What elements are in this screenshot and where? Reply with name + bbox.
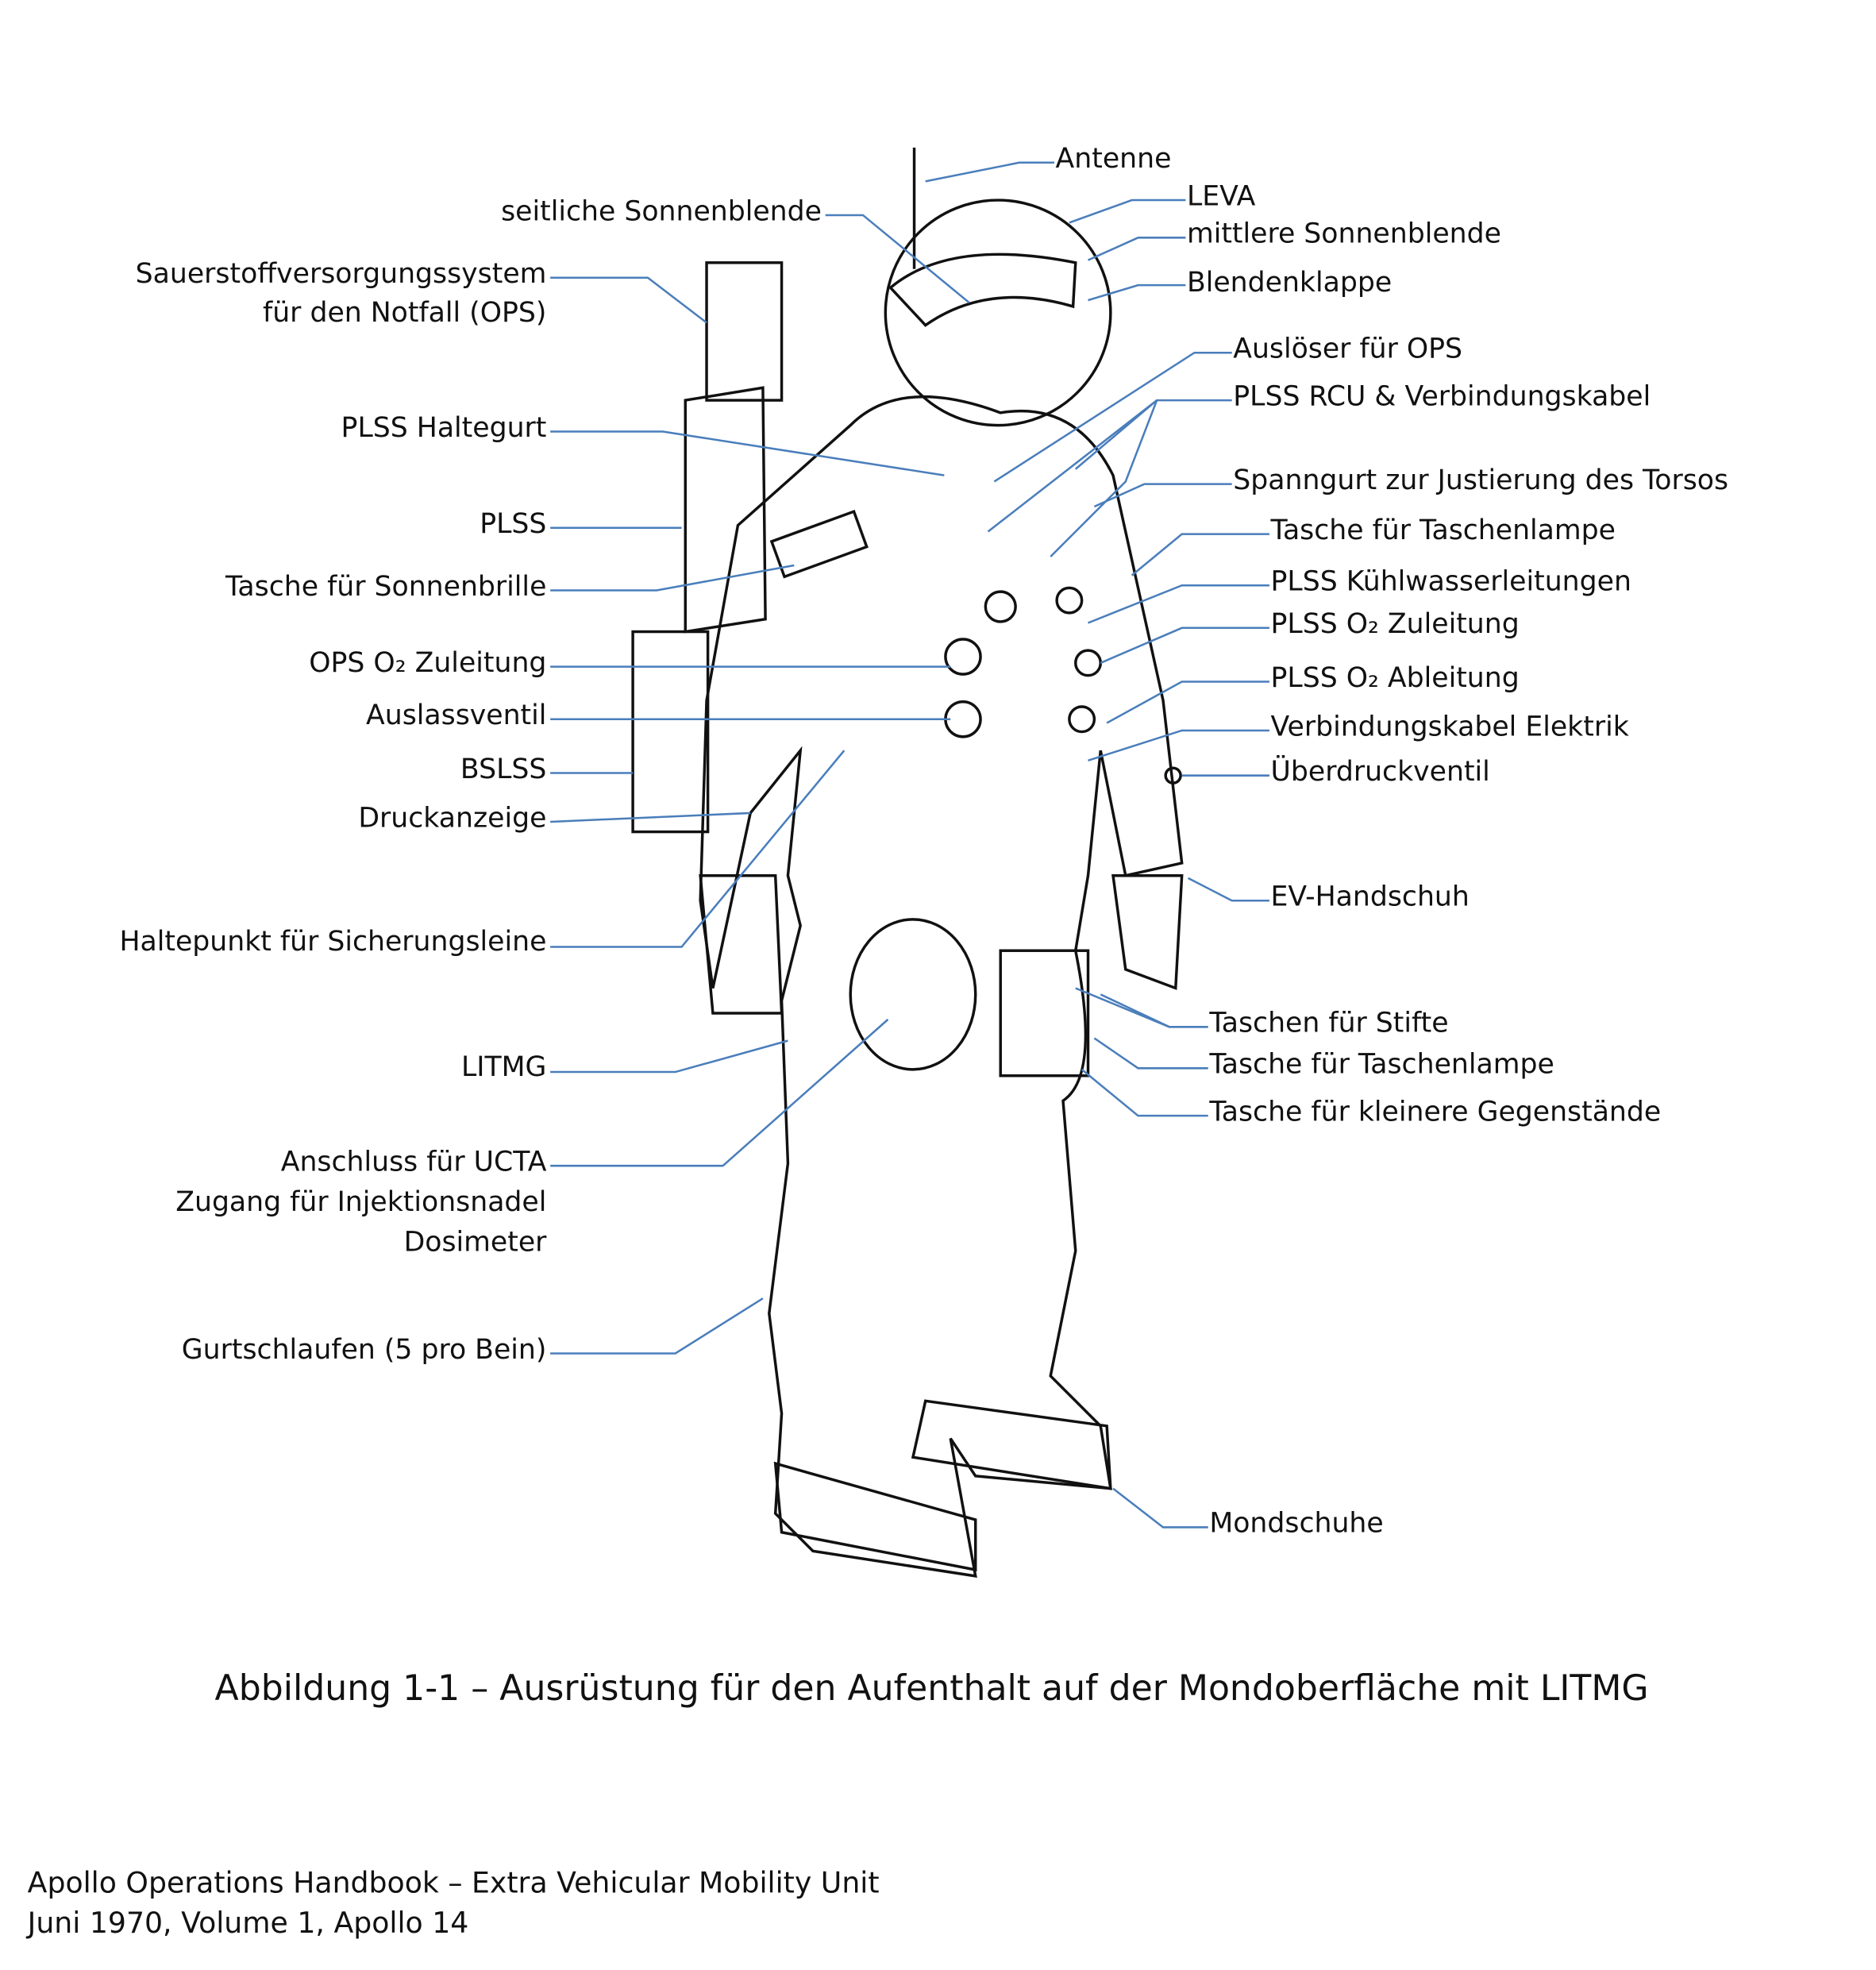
- leader-line: [1100, 626, 1269, 665]
- label-ueberdruckventil: Überdruckventil: [1270, 757, 1490, 788]
- label-ops-line2: für den Notfall (OPS): [263, 297, 547, 330]
- label-tasche-taschenlampe-bein: Tasche für Taschenlampe: [1209, 1049, 1554, 1081]
- label-tasche-taschenlampe-arm: Tasche für Taschenlampe: [1270, 515, 1616, 547]
- label-mondschuhe: Mondschuhe: [1209, 1508, 1384, 1540]
- label-plss-o2-ableitung: PLSS O₂ Ableitung: [1270, 662, 1520, 695]
- label-seitliche-sonnenblende: seitliche Sonnenblende: [501, 196, 822, 228]
- figure-caption: Abbildung 1-1 – Ausrüstung für den Aufen…: [214, 1667, 1649, 1709]
- label-bslss: BSLSS: [460, 754, 547, 786]
- leader-line: [1093, 1037, 1208, 1070]
- label-injektionsnadel: Zugang für Injektionsnadel: [175, 1186, 547, 1219]
- label-litmg: LITMG: [460, 1051, 547, 1084]
- leader-line: [550, 1039, 788, 1074]
- knee-pad: [849, 918, 977, 1071]
- label-antenne: Antenne: [1055, 144, 1172, 175]
- leader-line: [993, 351, 1232, 483]
- moon-boot-right: [911, 1399, 1112, 1490]
- connector: [1068, 705, 1096, 734]
- sunglasses-pocket: [769, 509, 869, 579]
- connector: [1055, 586, 1084, 615]
- label-ops-line1: Sauerstoffversorgungssystem: [135, 259, 547, 291]
- connector: [984, 590, 1017, 623]
- leader-line: [987, 399, 1232, 533]
- label-ucta: Anschluss für UCTA: [280, 1147, 547, 1178]
- right-glove: [1111, 873, 1184, 990]
- bslss-pack: [631, 630, 710, 834]
- leader-line: [1100, 993, 1170, 1028]
- leader-line: [550, 564, 795, 592]
- moon-boot-left: [773, 1461, 977, 1572]
- label-plss-o2-zuleitung: PLSS O₂ Zuleitung: [1270, 609, 1520, 641]
- leader-line: [1112, 1487, 1208, 1529]
- helmet: [884, 199, 1112, 427]
- label-gurtschlaufen: Gurtschlaufen (5 pro Bein): [181, 1334, 547, 1367]
- pressure-relief-valve: [1164, 766, 1182, 785]
- leader-line: [1069, 199, 1186, 224]
- leader-line: [925, 161, 1054, 183]
- leader-line: [550, 430, 945, 476]
- label-blendenklappe: Blendenklappe: [1186, 268, 1393, 299]
- label-dosimeter: Dosimeter: [403, 1227, 547, 1259]
- label-haltepunkt: Haltepunkt für Sicherungsleine: [119, 927, 547, 958]
- ops-o2-connector: [944, 638, 982, 676]
- label-ausloeser-ops: Auslöser für OPS: [1233, 333, 1463, 365]
- sun-visor: [888, 253, 1077, 327]
- leader-line: [1187, 877, 1269, 902]
- label-ops-o2-zuleitung: OPS O₂ Zuleitung: [309, 648, 547, 680]
- leader-line: [1087, 237, 1186, 261]
- left-glove: [699, 873, 784, 1015]
- ops-pack: [705, 261, 784, 402]
- leader-line: [550, 1297, 764, 1355]
- label-verbindungskabel-elektrik: Verbindungskabel Elektrik: [1270, 711, 1629, 743]
- leader-line: [1131, 533, 1269, 576]
- leader-line: [1050, 399, 1158, 557]
- leader-line: [1075, 987, 1208, 1028]
- footer-source: Apollo Operations Handbook – Extra Vehic…: [27, 1867, 880, 1900]
- leader-line: [825, 214, 970, 304]
- label-auslassventil: Auslassventil: [366, 700, 547, 732]
- label-mittlere-sonnenblende: mittlere Sonnenblende: [1186, 218, 1501, 251]
- label-ev-handschuh: EV-Handschuh: [1270, 881, 1470, 913]
- leader-line: [1088, 283, 1186, 302]
- footer-date: Juni 1970, Volume 1, Apollo 14: [27, 1907, 469, 1941]
- leader-line: [1088, 584, 1269, 624]
- label-plss-haltegurt: PLSS Haltegurt: [341, 412, 547, 445]
- plss-backpack: [684, 386, 767, 634]
- leader-line: [550, 812, 751, 823]
- leader-line: [1093, 483, 1232, 508]
- label-spanngurt: Spanngurt zur Justierung des Torsos: [1233, 465, 1729, 497]
- label-plss-rcu: PLSS RCU & Verbindungskabel: [1233, 381, 1651, 413]
- leader-line: [1081, 1068, 1208, 1117]
- label-leva: LEVA: [1186, 181, 1256, 213]
- leader-line: [550, 750, 846, 948]
- label-tasche-sonnenbrille: Tasche für Sonnenbrille: [225, 571, 547, 603]
- label-kuehlwasserleitungen: PLSS Kühlwasserleitungen: [1270, 566, 1631, 598]
- leader-line: [1088, 729, 1269, 761]
- leader-line: [550, 1018, 889, 1167]
- leader-line: [550, 276, 707, 324]
- label-taschen-stifte: Taschen für Stifte: [1209, 1008, 1449, 1040]
- label-tasche-kleinere-gegenstaende: Tasche für kleinere Gegenstände: [1209, 1097, 1662, 1128]
- label-plss: PLSS: [480, 509, 547, 541]
- leader-line: [1074, 399, 1158, 470]
- leg-pocket: [999, 949, 1090, 1078]
- leader-line: [1106, 680, 1269, 724]
- label-druckanzeige: Druckanzeige: [358, 803, 547, 835]
